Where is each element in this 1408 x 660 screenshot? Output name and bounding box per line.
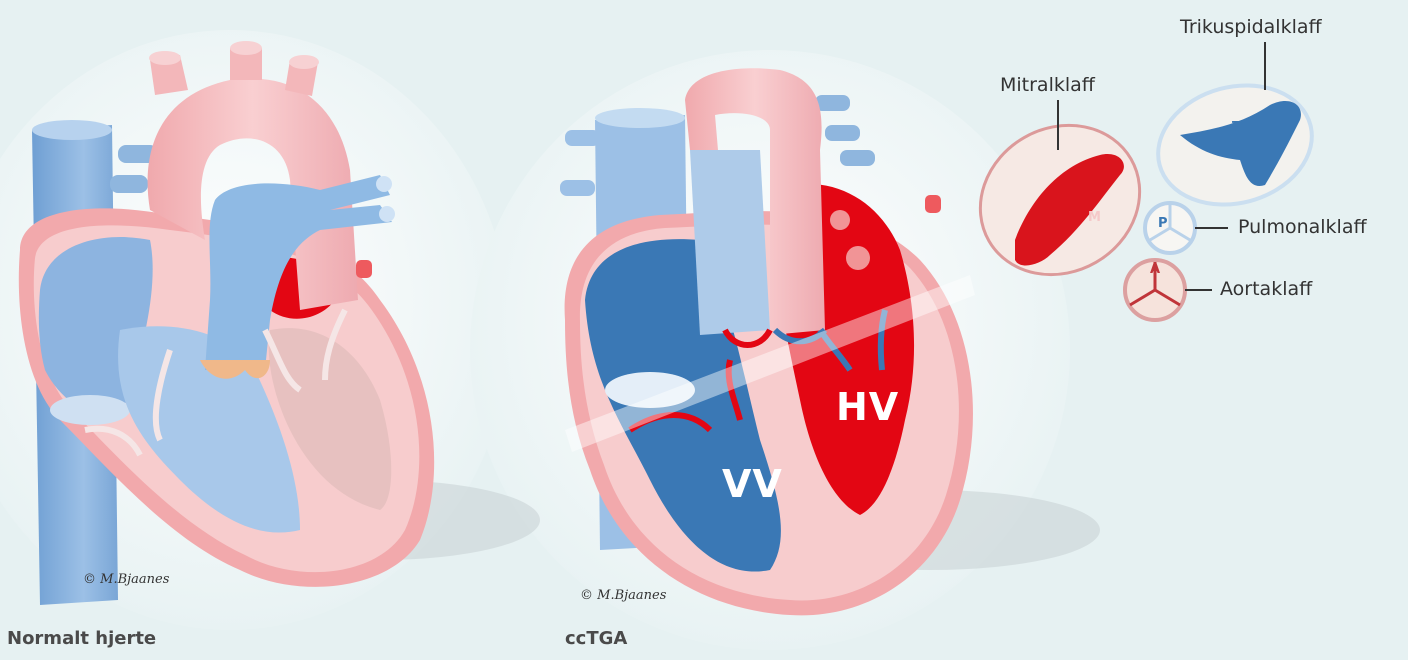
label-hv: HV [836,385,899,429]
letter-t: T [1232,120,1241,135]
cctga-pulmonary-artery [690,150,770,335]
letter-a: A [1150,262,1160,277]
signature-left: © M.Bjaanes [83,572,169,587]
letter-p: P [1158,216,1168,231]
label-aortaklaff: Aortaklaff [1220,278,1312,300]
letter-m: M [1088,210,1101,225]
label-trikuspidalklaff: Trikuspidalklaff [1180,16,1322,38]
signature-right: © M.Bjaanes [580,588,666,603]
label-vv: VV [722,462,783,506]
label-pulmonalklaff: Pulmonalklaff [1238,216,1367,238]
caption-cctga: ccTGA [565,628,627,649]
label-mitralklaff: Mitralklaff [1000,74,1095,96]
caption-normal-heart: Normalt hjerte [7,628,156,649]
